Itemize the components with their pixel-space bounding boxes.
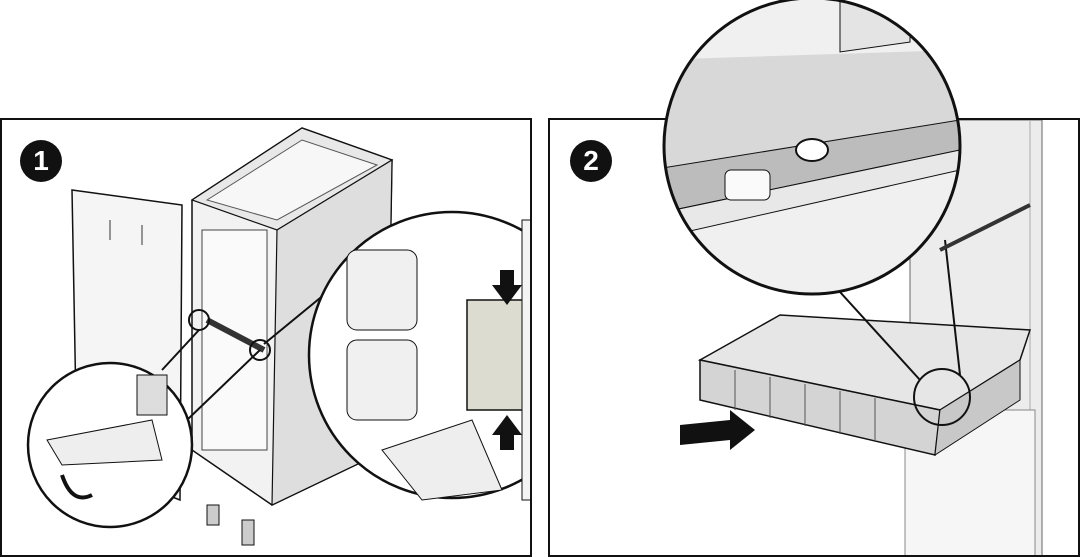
arrow-down-icon bbox=[492, 270, 522, 305]
step-1-badge: 1 bbox=[20, 140, 62, 182]
step-2-panel: 2 bbox=[548, 118, 1080, 557]
rack-door-illustration bbox=[26, 127, 530, 546]
large-detail-magnifier bbox=[307, 210, 530, 501]
server-slide-out-illustration bbox=[680, 120, 1043, 555]
small-detail-magnifier bbox=[26, 361, 194, 529]
step-2-badge: 2 bbox=[570, 140, 612, 182]
step-1-panel: 1 bbox=[0, 118, 532, 557]
rail bbox=[205, 317, 266, 353]
pull-arrow-icon bbox=[680, 410, 755, 450]
arrow-up-icon bbox=[492, 415, 522, 450]
